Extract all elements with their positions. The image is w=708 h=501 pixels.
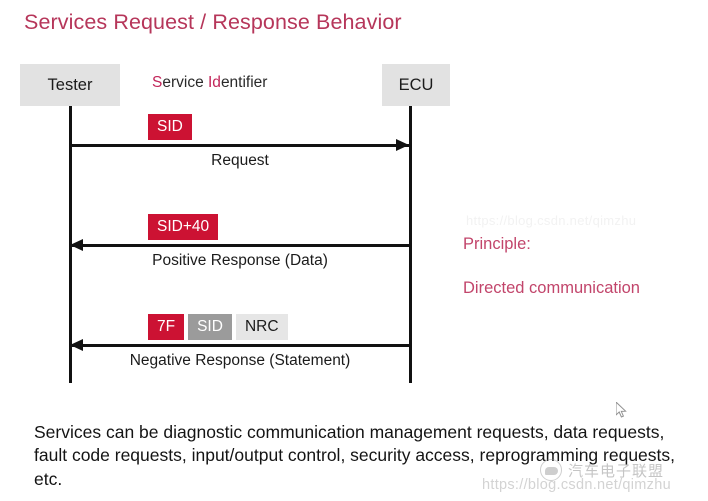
actor-box-tester: Tester	[20, 64, 120, 106]
arrowhead-positive-response-left	[70, 238, 83, 251]
message-caption-negative-response: Negative Response (Statement)	[129, 352, 351, 369]
page-title: Services Request / Response Behavior	[24, 10, 402, 34]
pdu-chip-sid-negative: SID	[188, 314, 232, 340]
service-identifier-plain-2: entifier	[220, 74, 268, 91]
pdu-chip-sid-plus-40: SID+40	[148, 214, 219, 240]
watermark-url-faint: https://blog.csdn.net/qimzhu	[466, 213, 637, 228]
service-identifier-plain-1: ervice	[162, 74, 208, 91]
message-line-request	[70, 144, 410, 147]
actor-label-ecu: ECU	[398, 75, 434, 94]
principle-body: Directed communication	[463, 279, 640, 298]
message-caption-request: Request	[211, 152, 269, 169]
arrowhead-negative-response-left	[70, 338, 83, 351]
principle-block: Principle: Directed communication	[463, 235, 640, 298]
actor-box-ecu: ECU	[382, 64, 450, 106]
pdu-chips-negative-response: 7F SID NRC	[148, 314, 288, 340]
lifeline-ecu	[409, 106, 412, 383]
arrowhead-request-right	[396, 138, 409, 151]
sequence-diagram: Tester ECU Service Identifier SID Reques…	[0, 58, 470, 393]
pdu-chip-sid: SID	[148, 114, 192, 140]
message-caption-positive-response: Positive Response (Data)	[152, 252, 328, 269]
actor-label-tester: Tester	[47, 75, 93, 94]
principle-heading: Principle:	[463, 235, 531, 253]
pdu-chip-7f: 7F	[148, 314, 185, 340]
pdu-chip-nrc: NRC	[235, 314, 288, 340]
pdu-chips-positive-response: SID+40	[148, 214, 219, 240]
message-line-negative-response	[70, 344, 410, 347]
service-identifier-annotation: Service Identifier	[152, 74, 267, 92]
service-identifier-highlight-s: S	[152, 74, 163, 91]
service-identifier-highlight-id: Id	[208, 74, 221, 91]
pdu-chips-request: SID	[148, 114, 192, 140]
body-paragraph: Services can be diagnostic communication…	[34, 422, 676, 489]
message-line-positive-response	[70, 244, 410, 247]
mouse-cursor-icon	[616, 402, 627, 418]
